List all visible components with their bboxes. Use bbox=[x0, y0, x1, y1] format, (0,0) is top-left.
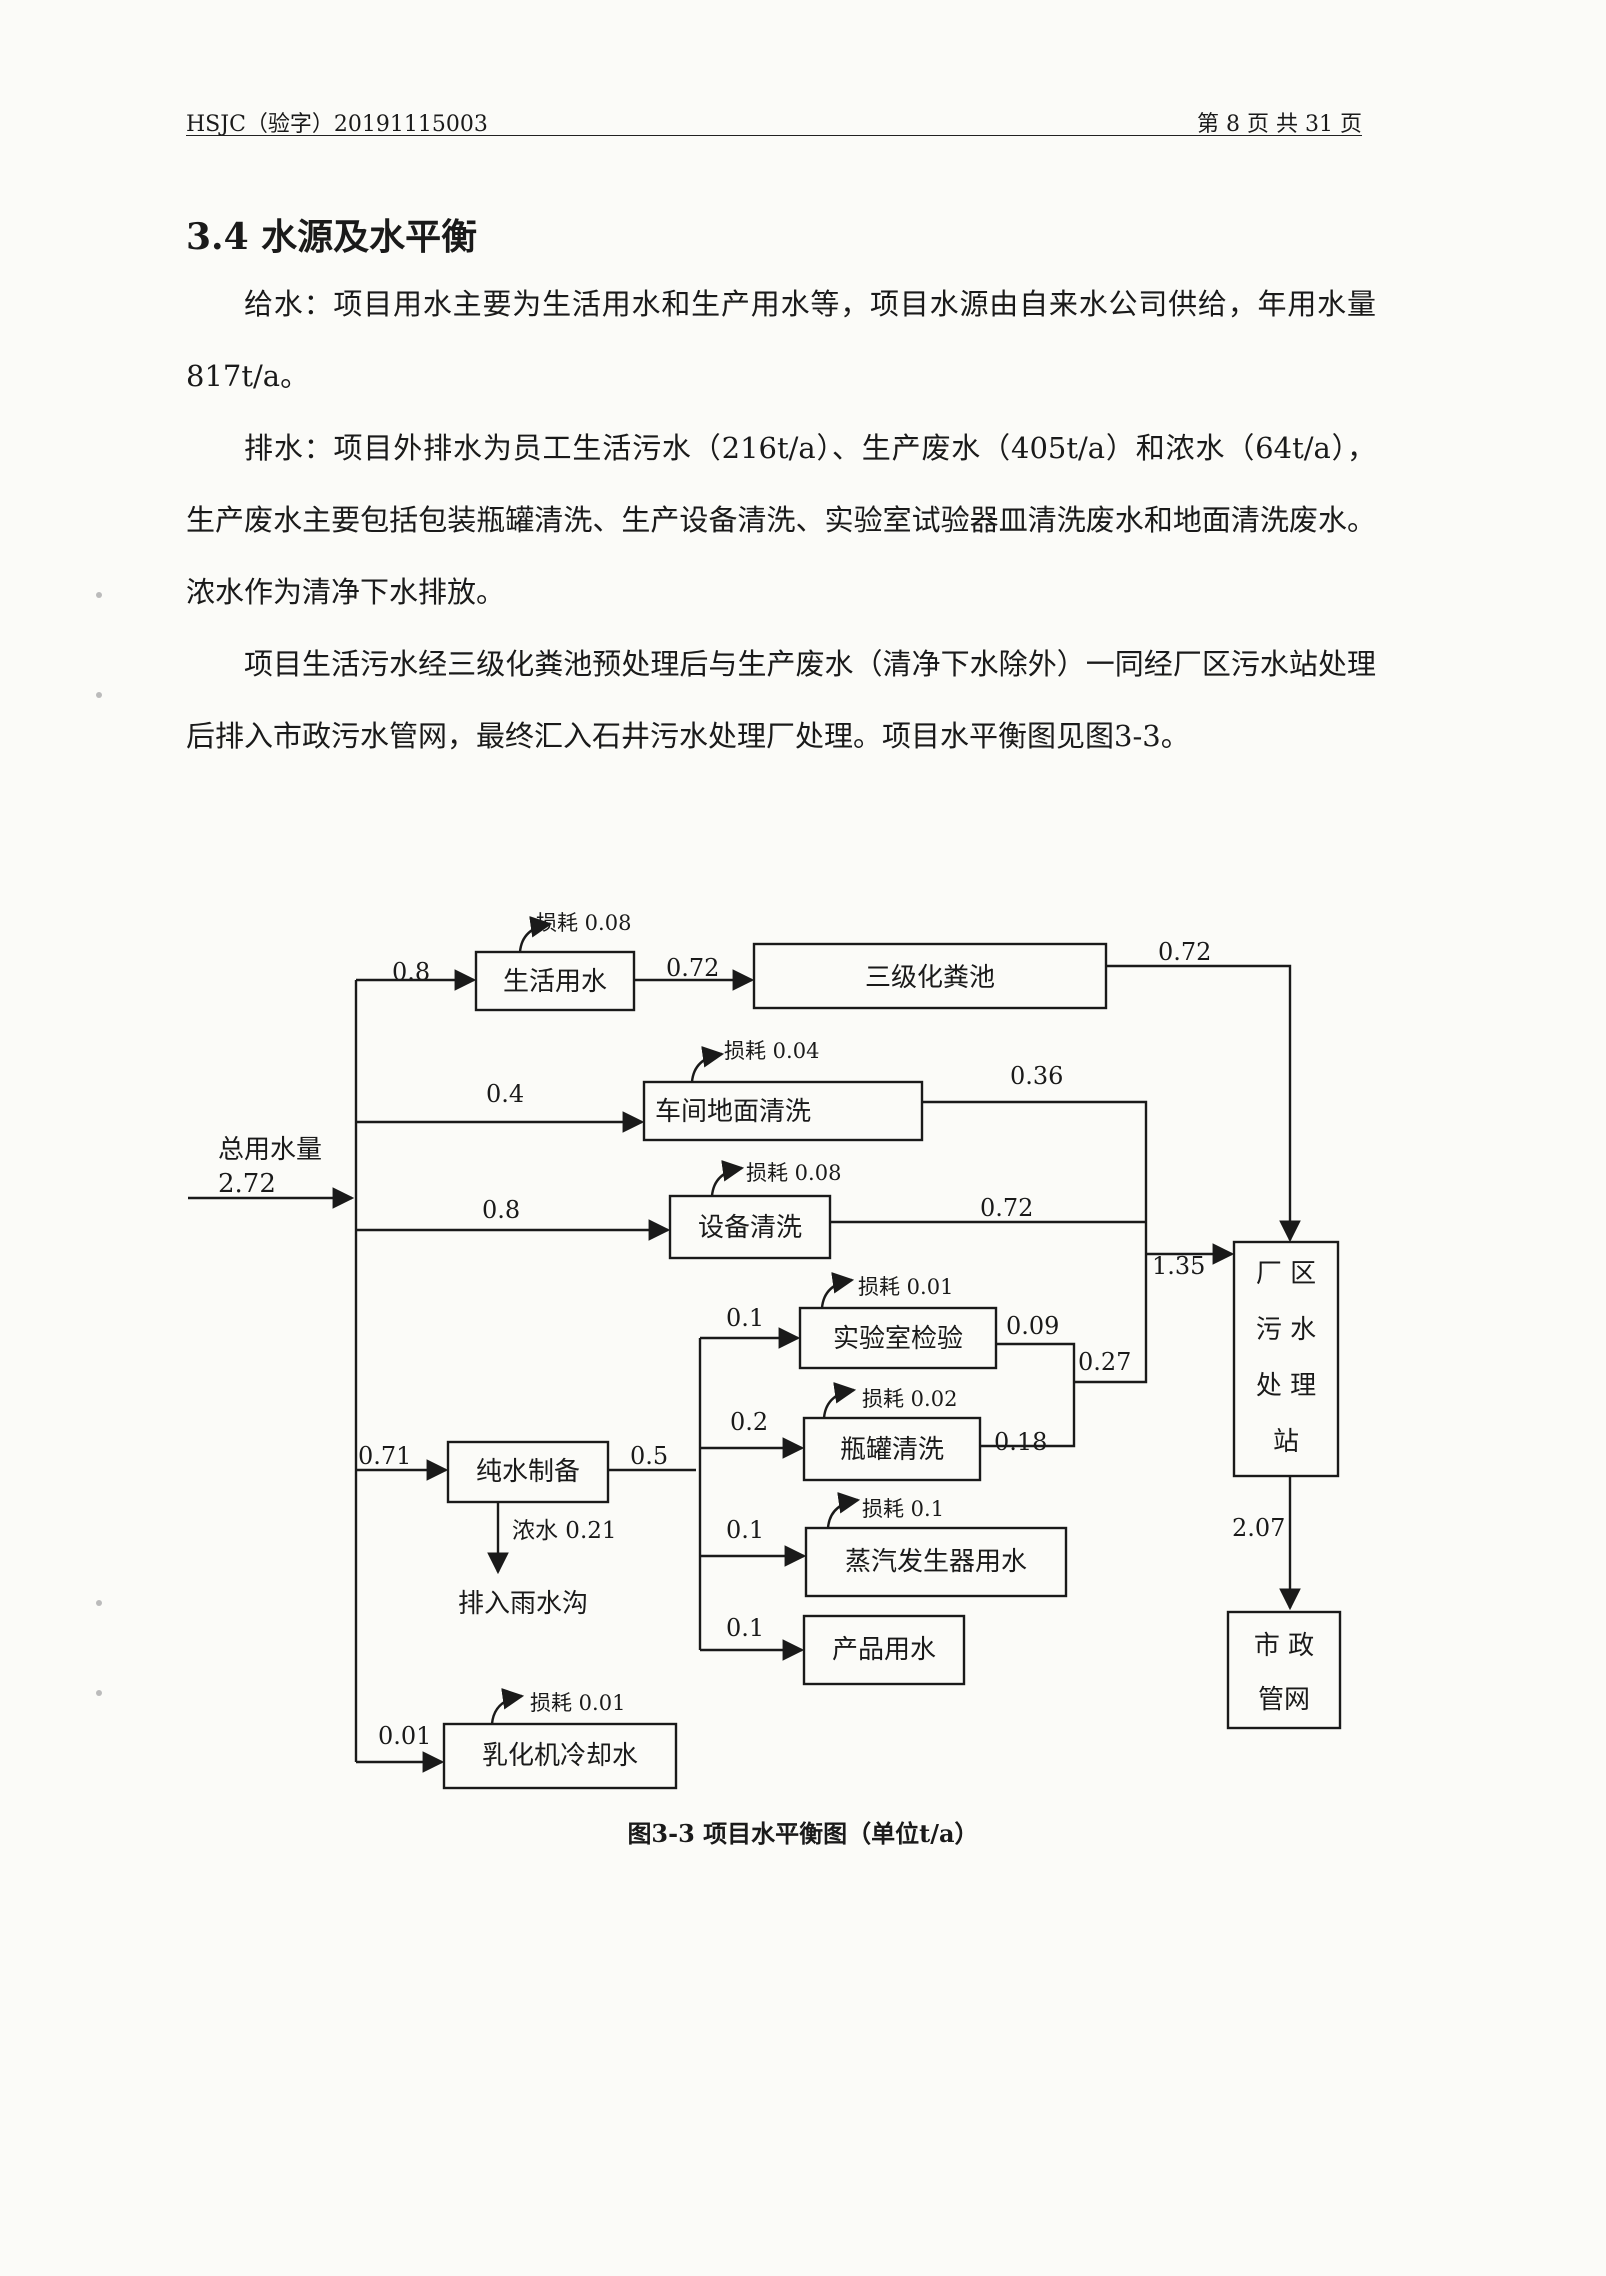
document-id: HSJC（验字）20191115003 bbox=[186, 112, 488, 137]
scan-punch-mark bbox=[96, 1600, 102, 1606]
section-title: 3.4 水源及水平衡 bbox=[186, 216, 478, 258]
label-floor-cleaning: 车间地面清洗 bbox=[655, 1097, 811, 1127]
page-header: HSJC（验字）20191115003 第 8 页 共 31 页 bbox=[186, 106, 1362, 137]
flow-domestic-to-septic: 0.72 bbox=[666, 954, 719, 982]
loss-steam: 损耗 0.1 bbox=[862, 1497, 944, 1521]
page-number: 第 8 页 共 31 页 bbox=[1197, 112, 1362, 137]
flow-to-domestic: 0.8 bbox=[392, 958, 430, 986]
label-municipal-line1: 市 政 bbox=[1254, 1631, 1314, 1661]
flow-to-pure: 0.71 bbox=[358, 1442, 411, 1470]
loss-lab: 损耗 0.01 bbox=[858, 1275, 953, 1299]
label-municipal-line2: 管网 bbox=[1258, 1685, 1310, 1715]
scan-punch-mark bbox=[96, 1690, 102, 1696]
label-station-line4: 站 bbox=[1273, 1427, 1299, 1457]
loss-domestic: 损耗 0.08 bbox=[536, 911, 631, 935]
header-rule bbox=[186, 135, 1362, 136]
label-domestic-water: 生活用水 bbox=[503, 967, 607, 997]
label-product-water: 产品用水 bbox=[832, 1635, 936, 1665]
flow-pure-out: 0.5 bbox=[630, 1442, 668, 1470]
flow-to-bottle: 0.2 bbox=[730, 1408, 768, 1436]
loss-equipment: 损耗 0.08 bbox=[746, 1161, 841, 1185]
flow-equipment-out: 0.72 bbox=[980, 1194, 1033, 1222]
scan-punch-mark bbox=[96, 592, 102, 598]
flow-to-floor: 0.4 bbox=[486, 1080, 524, 1108]
label-emulsifier-cooling: 乳化机冷却水 bbox=[482, 1741, 638, 1771]
flow-lab-bottle-sum: 0.27 bbox=[1078, 1348, 1131, 1376]
label-lab-testing: 实验室检验 bbox=[833, 1324, 963, 1354]
flow-lab-out: 0.09 bbox=[1006, 1312, 1059, 1340]
flow-to-emulsifier: 0.01 bbox=[378, 1722, 431, 1750]
paragraph-water-supply: 给水：项目用水主要为生活用水和生产用水等，项目水源由自来水公司供给，年用水量81… bbox=[186, 287, 1376, 393]
label-station-line1: 厂 区 bbox=[1256, 1259, 1316, 1289]
flow-to-equipment: 0.8 bbox=[482, 1196, 520, 1224]
loss-emulsifier: 损耗 0.01 bbox=[530, 1691, 625, 1715]
flow-to-steam: 0.1 bbox=[726, 1516, 764, 1544]
flow-septic-to-station: 0.72 bbox=[1158, 938, 1211, 966]
paragraph-drainage: 排水：项目外排水为员工生活污水（216t/a）、生产废水（405t/a）和浓水（… bbox=[186, 431, 1376, 609]
loss-floor: 损耗 0.04 bbox=[724, 1039, 819, 1063]
label-concentrate: 浓水 0.21 bbox=[512, 1518, 617, 1544]
flow-combined-to-station: 1.35 bbox=[1152, 1252, 1205, 1280]
flow-floor-out: 0.36 bbox=[1010, 1062, 1063, 1090]
flow-bottle-out: 0.18 bbox=[994, 1428, 1047, 1456]
value-total-water: 2.72 bbox=[218, 1169, 276, 1199]
flow-to-lab: 0.1 bbox=[726, 1304, 764, 1332]
box-municipal-network bbox=[1226, 1610, 1342, 1730]
figure-caption: 图3-3 项目水平衡图（单位t/a） bbox=[627, 1819, 979, 1848]
label-rainwater-ditch: 排入雨水沟 bbox=[458, 1589, 588, 1619]
label-total-water: 总用水量 bbox=[218, 1135, 322, 1165]
label-station-line2: 污 水 bbox=[1256, 1315, 1316, 1345]
label-steam-generator: 蒸汽发生器用水 bbox=[845, 1547, 1027, 1577]
label-station-line3: 处 理 bbox=[1256, 1371, 1316, 1401]
box-floor-cleaning bbox=[642, 1080, 924, 1142]
flow-station-to-municipal: 2.07 bbox=[1232, 1514, 1285, 1542]
scan-punch-mark bbox=[96, 692, 102, 698]
label-bottle-cleaning: 瓶罐清洗 bbox=[840, 1435, 944, 1465]
flow-to-product: 0.1 bbox=[726, 1614, 764, 1642]
label-equipment-cleaning: 设备清洗 bbox=[698, 1213, 802, 1243]
paragraph-treatment: 项目生活污水经三级化粪池预处理后与生产废水（清净下水除外）一同经厂区污水站处理后… bbox=[186, 647, 1376, 753]
loss-bottle: 损耗 0.02 bbox=[862, 1387, 957, 1411]
label-septic-tank: 三级化粪池 bbox=[865, 963, 995, 993]
label-pure-water: 纯水制备 bbox=[476, 1457, 580, 1487]
